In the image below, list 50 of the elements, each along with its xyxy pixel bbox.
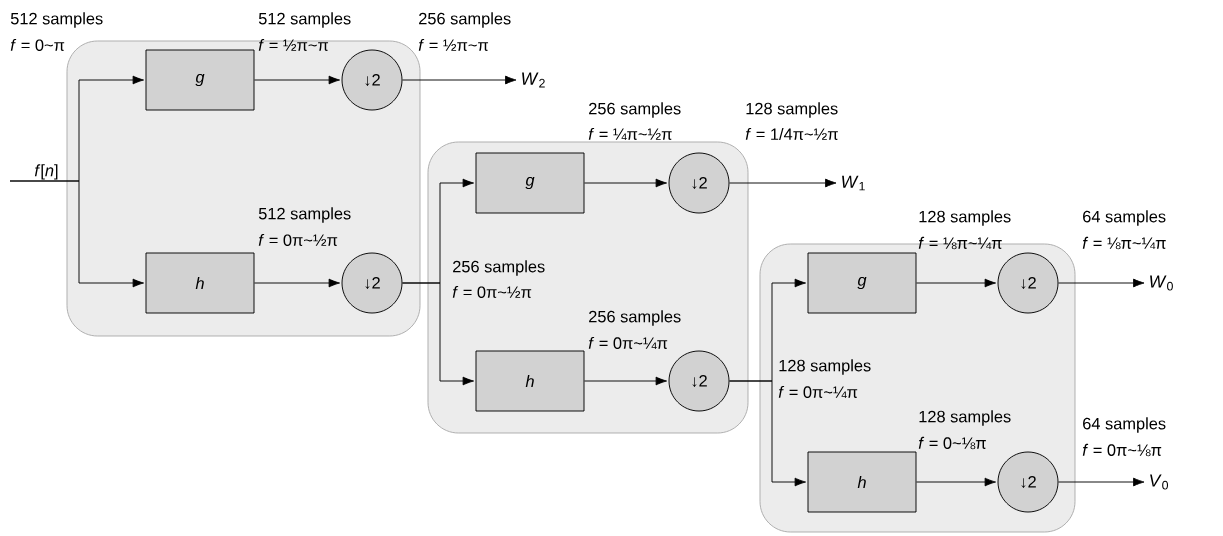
annotation-label: f = ½π~π — [258, 39, 329, 52]
filter-box: h — [475, 350, 585, 412]
arrow — [254, 75, 341, 85]
signal-label: f[n] — [34, 164, 58, 180]
annotation-label: f = ½π~π — [418, 39, 489, 52]
annotation-label: f = 0~⅛π — [918, 436, 986, 450]
filter-box: g — [807, 252, 917, 314]
arrow — [254, 278, 341, 288]
signal-label: W$_{1}$ — [842, 175, 865, 191]
arrow — [584, 178, 667, 188]
annotation-label: 512 samples — [258, 207, 351, 223]
signal-label: V$_{0}$ — [1150, 474, 1169, 490]
annotation-label: 256 samples — [589, 102, 681, 118]
annotation-label: f = 0π~½π — [452, 286, 532, 299]
filter-box: h — [807, 451, 917, 513]
signal-label: W$_{2}$ — [522, 72, 545, 88]
annotation-label: 128 samples — [746, 102, 838, 118]
annotation-label: f = 0π~⅛π — [1082, 443, 1162, 457]
arrow — [584, 376, 667, 386]
annotation-label: f = ⅛π~¼π — [1082, 236, 1166, 250]
annotation-label: 512 samples — [10, 12, 103, 28]
annotation-label: 256 samples — [589, 310, 681, 326]
annotation-label: f = ¼π~½π — [588, 127, 672, 141]
arrow — [1058, 278, 1145, 288]
annotation-label: 512 samples — [258, 12, 351, 28]
annotation-label: 64 samples — [1083, 417, 1166, 433]
arrow — [9, 180, 144, 288]
annotation-label: f = 0~π — [10, 39, 65, 52]
annotation-label: f = 0π~¼π — [588, 336, 668, 350]
arrow — [729, 380, 806, 487]
annotation-label: 256 samples — [419, 12, 511, 28]
signal-label: W$_{0}$ — [1150, 275, 1173, 291]
arrow — [1058, 477, 1145, 487]
annotation-label: 128 samples — [919, 210, 1011, 226]
annotation-label: 64 samples — [1083, 210, 1166, 226]
arrow — [916, 477, 997, 487]
arrow — [402, 282, 475, 386]
annotation-label: f = 0π~¼π — [778, 385, 858, 399]
arrow — [916, 278, 997, 288]
annotation-label: 256 samples — [453, 260, 545, 276]
filter-box: g — [145, 49, 255, 111]
filter-box: h — [145, 252, 255, 314]
annotation-label: f = 0π~½π — [258, 234, 338, 247]
arrow — [729, 178, 837, 188]
annotation-label: 128 samples — [919, 410, 1011, 426]
annotation-label: f = ⅛π~¼π — [918, 236, 1002, 250]
annotation-label: f = 1/4π~½π — [745, 128, 838, 141]
filter-box: g — [475, 152, 585, 214]
arrow — [402, 75, 517, 85]
annotation-label: 128 samples — [779, 359, 871, 375]
